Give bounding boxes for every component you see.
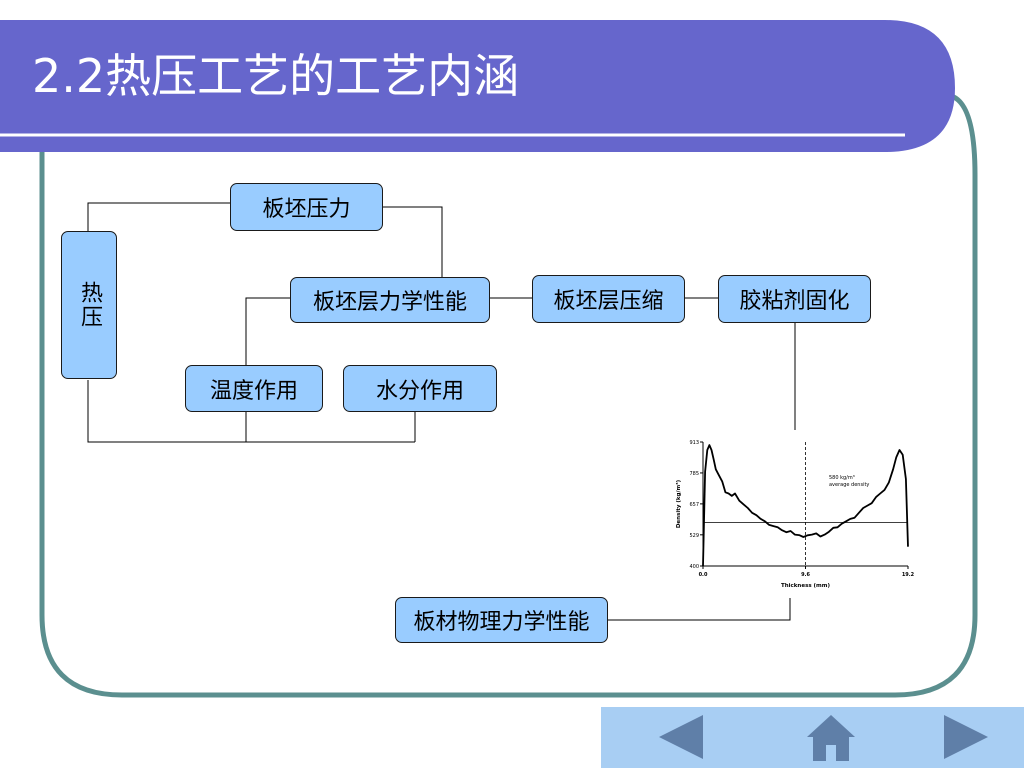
previous-slide-button[interactable]: [641, 707, 721, 768]
average-density-annotation: average density: [829, 482, 869, 488]
node-hot-press: 热压: [61, 231, 117, 379]
content-border: [39, 92, 978, 698]
y-tick-label: 785: [689, 471, 699, 477]
next-slide-button[interactable]: [926, 707, 1006, 768]
y-axis-label: Density (kg/m³): [675, 479, 682, 528]
node-mat-layer-compression: 板坯层压缩: [532, 275, 685, 323]
y-tick-label: 913: [689, 440, 699, 446]
y-tick-label: 529: [689, 533, 699, 539]
y-tick-label: 400: [689, 564, 699, 570]
title-band: [0, 20, 955, 152]
x-tick-label: 9.6: [801, 572, 810, 578]
density-profile-line: [702, 444, 909, 567]
chart-background: [672, 430, 916, 598]
x-tick-label: 19.2: [902, 572, 915, 578]
left-triangle-icon: [659, 715, 703, 759]
node-board-properties: 板材物理力学性能: [395, 597, 608, 643]
home-icon: [807, 715, 855, 761]
average-density-annotation: 580 kg/m³: [829, 475, 855, 481]
x-axis-label: Thickness (mm): [781, 583, 831, 589]
home-button[interactable]: [791, 707, 871, 768]
y-tick-label: 657: [689, 502, 699, 508]
right-triangle-icon: [944, 715, 988, 759]
node-moisture-effect: 水分作用: [343, 365, 497, 412]
node-mat-pressure: 板坯压力: [230, 183, 383, 231]
node-temperature-effect: 温度作用: [185, 365, 323, 412]
page-title: 2.2热压工艺的工艺内涵: [32, 49, 520, 103]
connector-lines: [87, 202, 796, 621]
connector-hotpress-bottom: [87, 380, 415, 443]
connector-pressure-hotpress: [87, 202, 230, 231]
node-adhesive-curing: 胶粘剂固化: [718, 275, 871, 323]
node-mat-layer-mechanics: 板坯层力学性能: [290, 277, 490, 323]
connector-pressure-mechanics: [383, 206, 443, 278]
connector-temperature-mechanics: [245, 297, 290, 365]
x-tick-label: 0.0: [699, 572, 708, 578]
navigation-bar: [601, 707, 1024, 768]
connector-chart-properties: [608, 597, 791, 621]
